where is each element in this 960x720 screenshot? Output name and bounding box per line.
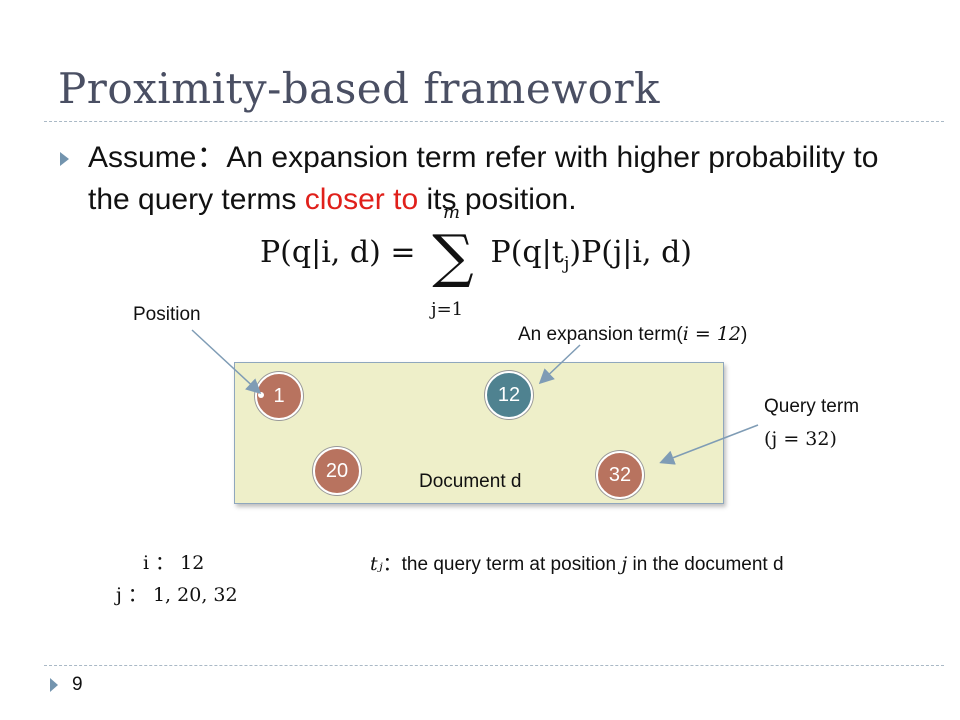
tj-text-b: in the document d <box>627 554 784 575</box>
position-marker <box>258 392 264 398</box>
term-circle-label: 12 <box>497 384 521 406</box>
query-term-label: Query term <box>764 396 860 417</box>
tj-text-a: ：the query term at position <box>382 554 622 575</box>
tj-symbol: tⱼ <box>370 553 383 575</box>
bullet-prefix: Assume： <box>88 141 227 174</box>
footer-arrow-icon <box>50 678 58 692</box>
tj-math-j: j <box>621 553 628 575</box>
position-arrow <box>191 329 262 395</box>
document-label: Document d <box>419 471 522 492</box>
query-term-arrow <box>659 424 759 465</box>
title-divider <box>44 121 944 122</box>
footer-divider <box>44 665 944 666</box>
term-circle-label: 32 <box>608 464 632 486</box>
j-definition: j ： 1, 20, 32 <box>116 580 238 607</box>
term-circle-12: 12 <box>485 371 533 419</box>
i-definition: i ： 12 <box>143 548 204 575</box>
j-definition-text: j ： 1, 20, 32 <box>116 584 238 606</box>
sum-upper-limit: m <box>443 202 461 223</box>
term-circle-20: 20 <box>313 447 361 495</box>
expansion-label-math: i = 12 <box>682 323 742 345</box>
position-label: Position <box>133 304 201 325</box>
term-circle-label: 20 <box>325 460 349 482</box>
bullet-text-part1: An expansion term refer with higher prob… <box>88 141 879 216</box>
sum-lower-limit: j=1 <box>431 299 464 320</box>
tj-definition: tⱼ：the query term at position j in the d… <box>370 549 784 576</box>
query-term-math: (j = 32) <box>764 428 837 450</box>
bullet-arrow-icon <box>60 152 69 166</box>
bullet-text-part2: its position. <box>418 183 577 216</box>
assumption-bullet: Assume：An expansion term refer with high… <box>88 137 908 221</box>
expansion-label-text: An expansion term( <box>518 324 683 345</box>
page-number: 9 <box>72 674 83 695</box>
bullet-highlight: closer to <box>304 183 419 216</box>
slide-title: Proximity-based framework <box>58 64 660 113</box>
term-circle-label: 1 <box>273 385 285 407</box>
i-definition-text: i ： 12 <box>143 552 205 574</box>
term-circle-32: 32 <box>596 451 644 499</box>
expansion-term-label: An expansion term(i = 12) <box>518 323 748 345</box>
expansion-arrow <box>538 344 581 385</box>
